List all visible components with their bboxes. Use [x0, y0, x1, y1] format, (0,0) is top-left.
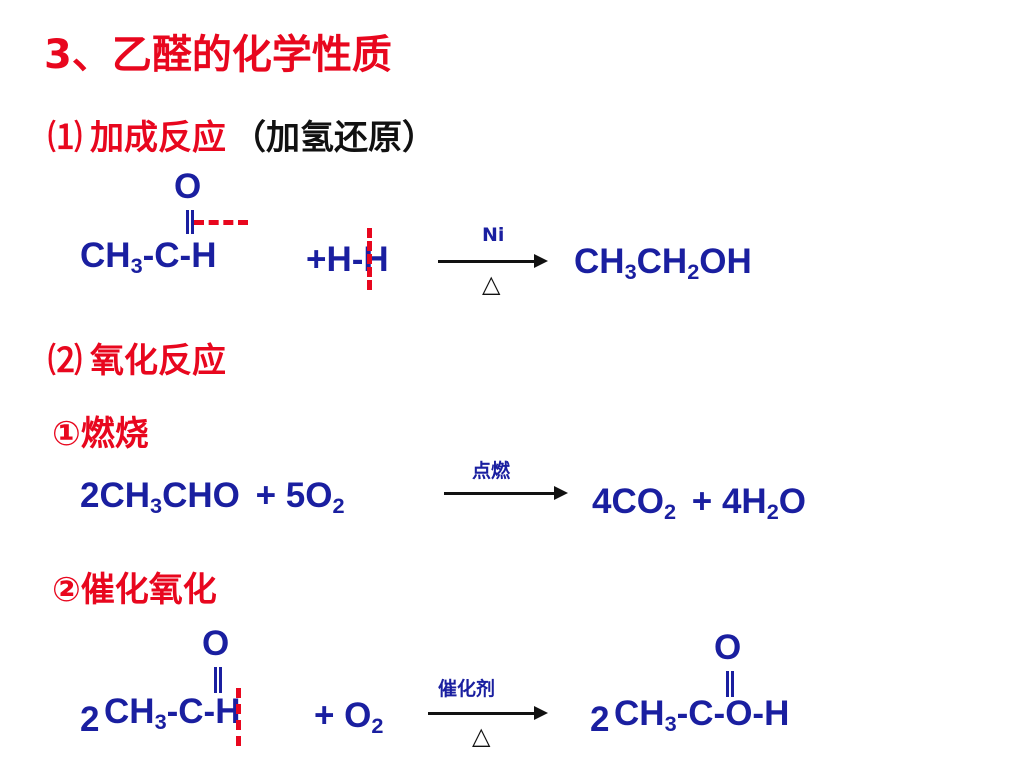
combustion-arrow	[444, 486, 568, 500]
reaction1-bond-break-marker-horizontal	[194, 220, 248, 225]
catalytic-product-double-bond	[726, 671, 734, 697]
section2-label: 氧化反应	[90, 341, 226, 381]
reaction1-carbonyl-oxygen: O	[174, 167, 202, 206]
page-title: 3、乙醛的化学性质	[44, 32, 392, 78]
section2-heading: ⑵氧化反应	[48, 333, 226, 382]
catalytic-product: CH3-C-O-H	[614, 694, 790, 737]
section2-number: ⑵	[48, 341, 82, 381]
section1-label: 加成反应	[90, 118, 226, 158]
catalytic-product-oxygen: O	[714, 628, 742, 667]
catalytic-reactant-coefficient: 2	[80, 700, 100, 739]
reaction1-arrow	[438, 254, 548, 268]
reaction1-reactant: CH3-C-H	[80, 236, 217, 279]
reaction1-condition-heat: △	[482, 271, 501, 298]
reaction1-product: CH3CH2OH	[574, 242, 752, 285]
reaction1-double-bond	[186, 210, 194, 234]
catalytic-reactant-double-bond	[214, 667, 222, 693]
catalytic-reactant-oxygen: O	[202, 624, 230, 663]
combustion-label: ①燃烧	[52, 414, 149, 454]
section1-note: （加氢还原）	[232, 118, 436, 158]
catalytic-reactant: CH3-C-H	[104, 692, 241, 735]
combustion-products: 4CO2 + 4H2O	[592, 482, 806, 525]
catalytic-arrow	[428, 706, 548, 720]
combustion-condition: 点燃	[472, 460, 511, 482]
catalytic-product-coefficient: 2	[590, 700, 610, 739]
catalytic-bond-break-marker	[236, 688, 241, 746]
catalytic-oxidation-label: ②催化氧化	[52, 570, 217, 610]
combustion-reactants: 2CH3CHO + 5O2	[80, 476, 345, 519]
section1-number: ⑴	[48, 118, 82, 158]
catalytic-condition-heat: △	[472, 723, 491, 750]
section1-heading: ⑴加成反应（加氢还原）	[48, 110, 436, 159]
reaction1-condition-catalyst: Ni	[482, 224, 505, 246]
catalytic-reagent: + O2	[314, 696, 384, 739]
reaction1-reagent: +H-H	[306, 240, 389, 279]
reaction1-bond-break-marker-vertical	[367, 228, 372, 290]
catalytic-condition-catalyst: 催化剂	[438, 678, 496, 700]
